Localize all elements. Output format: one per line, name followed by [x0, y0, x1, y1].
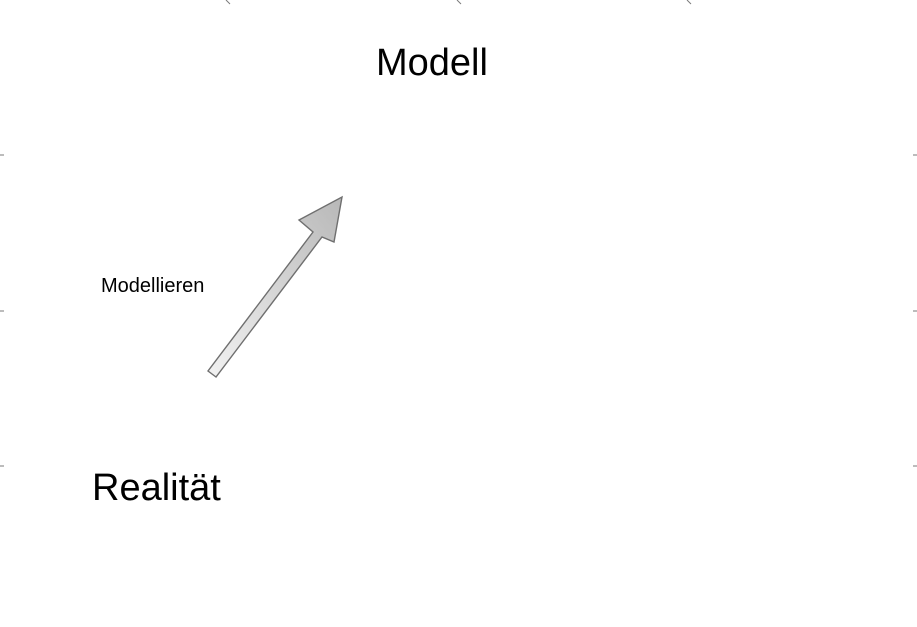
page-guide-marks [0, 0, 917, 467]
modeling-arrow [207, 195, 343, 378]
guide-mark-top-center [456, 0, 462, 5]
reality-label: Realität [92, 467, 221, 509]
guide-mark-top-right [686, 0, 692, 5]
guide-mark-top-left [225, 0, 231, 5]
modeling-label: Modellieren [101, 275, 205, 297]
model-label: Modell [376, 42, 488, 84]
